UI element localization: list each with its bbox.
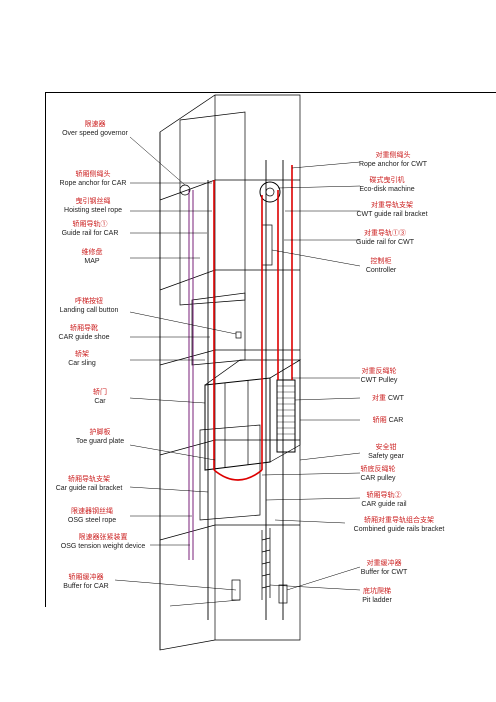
leader-line (277, 185, 361, 189)
label-cwt-guide-rail-bracket: 对重导轨支架 CWT guide rail bracket (356, 201, 428, 218)
label-car-pulley: 轿底反绳轮 CAR pulley (360, 465, 396, 482)
leader-line (271, 249, 361, 267)
floor-slab (159, 349, 300, 366)
label-car-guide-rail-2: 轿厢导轨② CAR guide rail (361, 491, 407, 508)
label-pit-ladder: 底坑爬梯 Pit ladder (362, 587, 392, 604)
label-hoisting-rope: 曳引钢丝绳 Hoisting steel rope (64, 197, 122, 214)
leader-line (265, 497, 361, 501)
leader-line (291, 161, 361, 169)
leader-line (129, 136, 186, 186)
label-osg-tension-weight: 限速器张紧装置 OSG tension weight device (60, 533, 146, 550)
leader-line (299, 452, 361, 461)
floor-slab (159, 269, 300, 291)
cwt-buffer (278, 584, 288, 604)
label-map: 维修盘 MAP (81, 248, 103, 265)
label-car-door: 轿门 Car (93, 388, 107, 405)
hoisting-rope (213, 469, 263, 481)
car-buffer (231, 579, 241, 601)
leader-line (114, 579, 237, 591)
label-car-guide-shoe: 轿厢导靴 CAR guide shoe (58, 324, 110, 341)
leader-line (129, 444, 216, 461)
label-rope-anchor-car: 轿厢侧绳头 Rope anchor for CAR (59, 170, 127, 187)
traction-machine (259, 181, 281, 203)
leader-line (129, 486, 209, 493)
floor-slab (159, 179, 300, 201)
leader-line (129, 311, 237, 335)
leader-line (286, 566, 361, 591)
leader-line (129, 397, 206, 404)
label-overspeed-governor: 限速器 Over speed governor (62, 120, 128, 137)
floor-slab (159, 439, 300, 456)
label-osg-steel-rope: 限速器钢丝绳 OSG steel rope (67, 507, 117, 524)
label-buffer-car: 轿厢缓冲器 Buffer for CAR (63, 573, 109, 590)
label-cwt: 对重 CWT (372, 394, 404, 402)
label-guide-rail-car: 轿厢导轨① Guide rail for CAR (61, 220, 119, 237)
label-buffer-cwt: 对重缓冲器 Buffer for CWT (360, 559, 408, 576)
label-combined-bracket: 轿厢对重导轨组合支架 Combined guide rails bracket (353, 516, 445, 533)
shaft-wall (179, 111, 246, 306)
controller-cabinet (261, 224, 273, 266)
label-landing-call-button: 呼梯按钮 Landing call button (59, 297, 119, 314)
label-rope-anchor-cwt: 对重侧绳头 Rope anchor for CWT (358, 151, 428, 168)
label-car: 轿厢 CAR (372, 416, 404, 424)
car-body (204, 359, 302, 386)
leader-line (274, 519, 346, 524)
label-eco-disk-machine: 碟式曳引机 Eco-disk machine (359, 176, 415, 193)
leader-line (294, 397, 361, 401)
label-car-sling: 轿架 Car sling (68, 350, 96, 367)
landing-call-button (235, 331, 242, 339)
leader-line (169, 599, 241, 607)
label-car-guide-rail-bracket: 轿厢导轨支架 Car guide rail bracket (55, 475, 123, 492)
drawing-frame (45, 92, 496, 607)
landing-door (199, 424, 261, 521)
label-toe-guard-plate: 护脚板 Toe guard plate (75, 428, 125, 445)
label-cwt-pulley: 对重反绳轮 CWT Pulley (360, 367, 398, 384)
label-guide-rail-cwt: 对重导轨①③ Guide rail for CWT (356, 229, 414, 246)
leader-line (269, 584, 361, 591)
floor-slab (159, 524, 300, 541)
label-safety-gear: 安全钳 Safety gear (368, 443, 404, 460)
label-controller: 控制柜 Controller (365, 257, 397, 274)
leader-line (261, 472, 361, 476)
pit-ladder (261, 528, 271, 600)
